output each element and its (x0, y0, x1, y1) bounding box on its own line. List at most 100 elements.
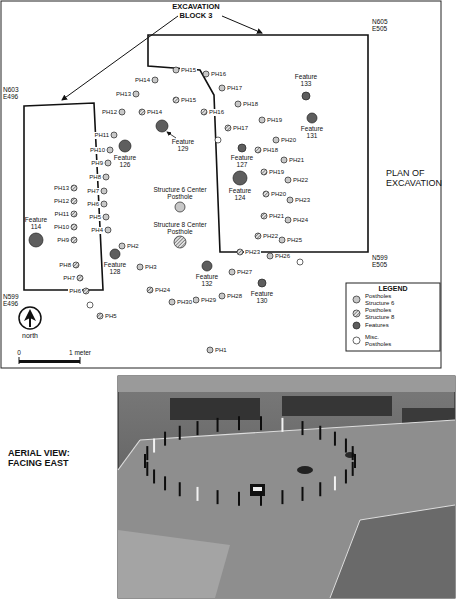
plan-label: 0 (14, 349, 24, 356)
posthole-label: PH13 (53, 185, 70, 192)
posthole-mark (207, 347, 213, 353)
posthole-label: PH9 (90, 160, 104, 167)
legend-text: Features (365, 322, 405, 329)
posthole-label: PH21 (268, 213, 285, 220)
posthole-label: PH8 (58, 262, 72, 269)
posthole-mark (101, 188, 107, 194)
posthole-mark (219, 293, 225, 299)
legend-text: Postholes Structure 8 (365, 307, 405, 321)
posthole-mark (71, 198, 77, 204)
photo-post (217, 418, 219, 432)
excavation-block-west (24, 103, 103, 290)
plan-label: AERIAL VIEW: FACING EAST (8, 448, 88, 469)
posthole-mark (174, 236, 186, 248)
posthole-label: PH12 (53, 198, 70, 205)
posthole-mark (229, 269, 235, 275)
feature-mark (119, 140, 131, 152)
posthole-label: PH22 (262, 233, 279, 240)
legend-swatch (352, 295, 361, 304)
posthole-label: PH24 (154, 287, 171, 294)
posthole-mark (147, 287, 153, 293)
posthole-label: PH18 (262, 147, 279, 154)
plan-label: Feature 128 (100, 261, 130, 276)
plan-label: Feature 131 (297, 125, 327, 140)
plan-label: 1 meter (60, 349, 100, 356)
posthole-label: PH27 (236, 269, 253, 276)
photo-post (197, 421, 199, 435)
posthole-label: PH11 (53, 211, 70, 218)
posthole-mark (71, 224, 77, 230)
posthole-mark (201, 109, 207, 115)
posthole-label: PH14 (146, 109, 163, 116)
posthole-mark (215, 137, 221, 143)
posthole-label: PH29 (200, 297, 217, 304)
posthole-label: PH15 (180, 97, 197, 104)
photo-post (345, 469, 347, 483)
legend-sample (353, 337, 360, 344)
posthole-label: PH14 (134, 77, 151, 84)
posthole-label: PH7 (86, 188, 100, 195)
legend-entry: Postholes Structure 8 (352, 307, 405, 321)
posthole-label: PH5 (104, 313, 118, 320)
feature-leader (167, 132, 176, 138)
feature-mark (110, 249, 120, 259)
posthole-label: PH4 (90, 227, 104, 234)
photo-post (352, 462, 354, 476)
photo-post (153, 469, 155, 483)
posthole-mark (119, 109, 125, 115)
feature-mark (302, 92, 310, 100)
feature-mark (233, 171, 247, 185)
posthole-marks (29, 67, 317, 353)
posthole-label: PH7 (62, 275, 76, 282)
block-arrow (222, 16, 262, 33)
posthole-mark (105, 227, 111, 233)
posthole-mark (111, 132, 117, 138)
photo-post (164, 432, 166, 446)
legend-entry: Features (352, 321, 405, 330)
plan-label: EXCAVATION BLOCK 3 (169, 3, 223, 20)
plan-label: Feature 132 (192, 273, 222, 288)
legend-text: Postholes Structure 6 (365, 293, 405, 307)
plan-label: N599 E505 (372, 254, 400, 269)
plan-label: Feature 129 (168, 138, 198, 153)
posthole-label: PH2 (126, 243, 140, 250)
posthole-label: PH12 (101, 109, 118, 116)
posthole-mark (173, 67, 179, 73)
plan-frame (1, 1, 441, 368)
posthole-mark (137, 264, 143, 270)
posthole-mark (101, 201, 107, 207)
photo-post (302, 421, 304, 435)
legend-swatch (352, 336, 361, 345)
posthole-label: PH23 (294, 197, 311, 204)
posthole-label: PH13 (115, 91, 132, 98)
posthole-label: PH17 (232, 125, 249, 132)
posthole-mark (255, 233, 261, 239)
feature-mark (29, 233, 43, 247)
feature-mark (238, 144, 246, 152)
plan-label: N599 E496 (3, 293, 31, 308)
legend-sample (353, 296, 360, 303)
posthole-mark (261, 213, 267, 219)
photo-post (164, 476, 166, 490)
feature-mark (307, 113, 317, 123)
posthole-mark (87, 302, 93, 308)
posthole-mark (83, 288, 89, 294)
photo-post (302, 487, 304, 501)
aerial-photo (118, 376, 455, 598)
excavation-block-east (148, 35, 368, 252)
plan-label: Feature 127 (227, 154, 257, 169)
plan-label: Feature 126 (110, 154, 140, 169)
photo-post (238, 416, 240, 430)
legend-sample (353, 322, 360, 329)
posthole-label: PH11 (93, 132, 110, 139)
posthole-mark (285, 217, 291, 223)
feature-mark (258, 279, 266, 287)
posthole-mark (267, 253, 273, 259)
photo-post (197, 487, 199, 501)
posthole-mark (105, 160, 111, 166)
posthole-label: PH17 (226, 85, 243, 92)
posthole-mark (285, 177, 291, 183)
plan-label: Structure 6 Center Posthole (152, 186, 208, 201)
posthole-mark (173, 97, 179, 103)
posthole-label: PH20 (280, 137, 297, 144)
